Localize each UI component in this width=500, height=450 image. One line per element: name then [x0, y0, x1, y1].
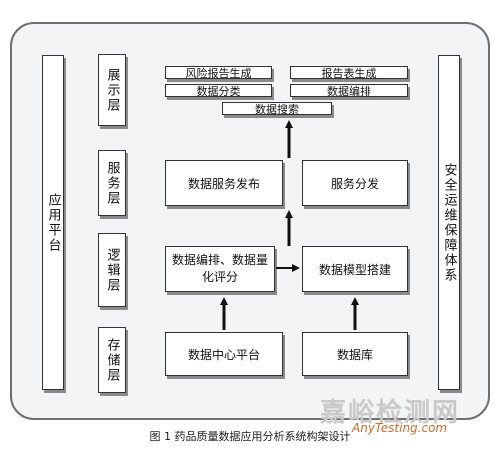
figure-caption: 图 1 药品质量数据应用分析系统构架设计	[149, 430, 351, 443]
watermark-cn: 嘉峪检测网	[320, 398, 461, 428]
box-risk-report: 风险报告生成	[165, 66, 272, 80]
layer-label-storage: 存储层	[98, 327, 126, 393]
box-data-service-publish: 数据服务发布	[165, 160, 283, 206]
box-report-table: 报告表生成	[290, 66, 408, 80]
box-database: 数据库	[302, 332, 408, 376]
box-data-arrange-quantify: 数据编排、数据量化评分	[165, 246, 275, 292]
layer-label-service: 服务层	[98, 150, 126, 216]
box-data-search: 数据搜索	[222, 102, 332, 116]
security-ops-column: 安全运维保障体系	[438, 55, 460, 390]
layer-label-presentation: 展示层	[98, 54, 126, 126]
layer-label-logic: 逻辑层	[98, 233, 126, 307]
box-service-distribute: 服务分发	[302, 160, 408, 206]
box-data-model-build: 数据模型搭建	[302, 246, 408, 292]
watermark-en: AnyTesting.com	[352, 421, 448, 435]
box-data-arrange: 数据编排	[290, 84, 408, 98]
box-data-classify: 数据分类	[165, 84, 272, 98]
box-data-center-platform: 数据中心平台	[165, 332, 283, 376]
application-platform-column: 应用平台	[42, 55, 64, 390]
